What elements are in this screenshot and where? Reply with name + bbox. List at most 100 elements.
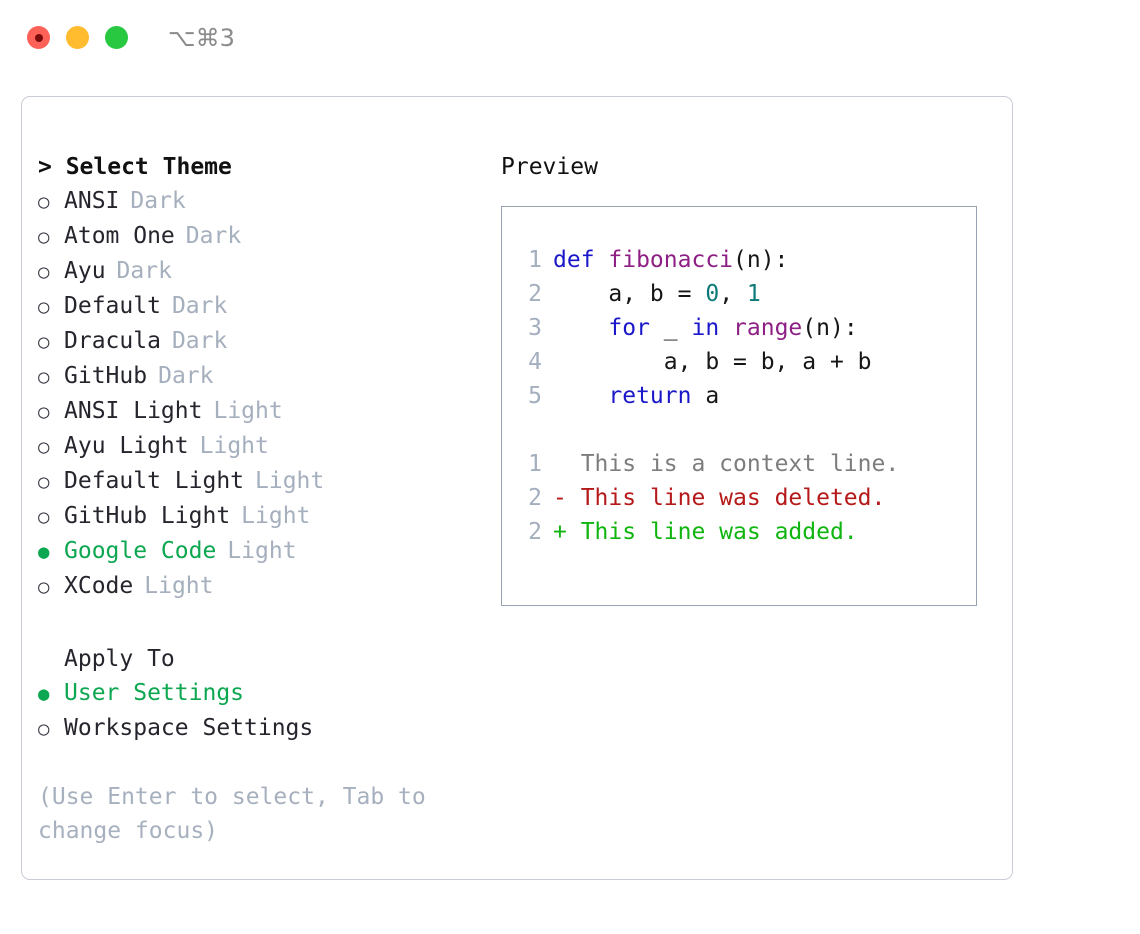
diff-marker: [553, 451, 581, 477]
code-line-number: 5: [528, 383, 542, 409]
code-line: 1 def fibonacci(n):: [516, 243, 976, 277]
code-token-fn: range: [733, 315, 803, 341]
radio-unselected-icon: ○: [38, 436, 50, 458]
theme-option-atom-one[interactable]: ○ Atom One Dark: [38, 219, 468, 254]
apply-to-option-user-settings[interactable]: ● User Settings: [38, 676, 468, 711]
radio-selected-icon: ●: [38, 683, 50, 705]
theme-option-label: Ayu Light: [64, 433, 189, 459]
window-controls: [27, 26, 128, 49]
theme-option-ayu-light[interactable]: ○ Ayu Light Light: [38, 429, 468, 464]
theme-option-kind-badge: Dark: [116, 258, 172, 284]
diff-line-number: 2: [528, 485, 542, 511]
radio-unselected-icon: ○: [38, 471, 50, 493]
diff-marker: +: [553, 519, 581, 545]
apply-to-section: Apply To ● User Settings ○ Workspace Settin…: [38, 642, 468, 746]
code-token-kw: def: [553, 247, 609, 273]
radio-unselected-icon: ○: [38, 576, 50, 598]
code-line: 3 for _ in range(n):: [516, 311, 976, 345]
diff-marker: -: [553, 485, 581, 511]
code-diff-spacer: [516, 413, 976, 447]
theme-option-kind-badge: Light: [241, 503, 311, 529]
code-token-kw: for: [608, 315, 650, 341]
theme-option-xcode[interactable]: ○ XCode Light: [38, 569, 468, 604]
theme-option-dracula[interactable]: ○ Dracula Dark: [38, 324, 468, 359]
diff-line-number: 2: [528, 519, 542, 545]
keyboard-hint-text: (Use Enter to select, Tab to change focu…: [38, 784, 440, 844]
apply-to-option-workspace-settings[interactable]: ○ Workspace Settings: [38, 711, 468, 746]
code-token-plain: [553, 315, 608, 341]
radio-unselected-icon: ○: [38, 261, 50, 283]
theme-option-default[interactable]: ○ Default Dark: [38, 289, 468, 324]
code-token-kw: return: [608, 383, 692, 409]
theme-option-label: GitHub: [64, 363, 148, 389]
maximize-button[interactable]: [105, 26, 128, 49]
theme-picker-heading: > Select Theme: [38, 154, 232, 180]
diff-text: This line was deleted.: [580, 485, 886, 511]
code-token-plain: (n):: [733, 247, 789, 273]
theme-option-label: ANSI Light: [64, 398, 203, 424]
radio-unselected-icon: ○: [38, 401, 50, 423]
code-token-num: 0: [705, 281, 720, 307]
code-token-plain: [553, 383, 608, 409]
code-line-number: 4: [528, 349, 542, 375]
theme-option-label: GitHub Light: [64, 503, 231, 529]
radio-unselected-icon: ○: [38, 226, 50, 248]
theme-option-label: Atom One: [64, 223, 175, 249]
code-token-plain: a, b = b, a + b: [553, 349, 872, 375]
code-line-number: 1: [528, 247, 542, 273]
theme-option-label: Dracula: [64, 328, 161, 354]
diff-line-del: 2- This line was deleted.: [516, 481, 976, 515]
code-token-plain: _: [649, 315, 692, 341]
diff-line-number: 1: [528, 451, 542, 477]
radio-unselected-icon: ○: [38, 331, 50, 353]
code-token-num: 1: [746, 281, 761, 307]
apply-to-option-label: User Settings: [64, 680, 245, 706]
diff-text: This is a context line.: [580, 451, 900, 477]
code-token-fn: fibonacci: [608, 247, 734, 273]
theme-option-kind-badge: Dark: [185, 223, 242, 249]
code-line: 4 a, b = b, a + b: [516, 345, 976, 379]
code-token-plain: a: [691, 383, 720, 409]
diff-text: This line was added.: [580, 519, 858, 545]
code-token-plain: (n):: [802, 315, 858, 341]
theme-option-kind-badge: Dark: [171, 293, 228, 319]
keyboard-shortcut-label: ⌥⌘3: [168, 24, 235, 52]
theme-option-label: Default Light: [64, 468, 245, 494]
code-line: 5 return a: [516, 379, 976, 413]
code-token-kw: in: [691, 315, 720, 341]
recording-dot-icon: [34, 33, 43, 42]
theme-option-label: Default: [64, 293, 161, 319]
code-token-plain: [719, 315, 733, 341]
apply-to-heading: Apply To: [64, 646, 175, 672]
radio-unselected-icon: ○: [38, 366, 50, 388]
theme-option-ayu[interactable]: ○ Ayu Dark: [38, 254, 468, 289]
theme-option-kind-badge: Light: [199, 433, 269, 459]
preview-heading: Preview: [501, 154, 598, 180]
code-line-number: 2: [528, 281, 542, 307]
radio-unselected-icon: ○: [38, 718, 50, 740]
radio-unselected-icon: ○: [38, 296, 50, 318]
theme-option-kind-badge: Dark: [171, 328, 228, 354]
diff-sample: 1 This is a context line. 2- This line wa…: [516, 447, 976, 549]
apply-to-option-label: Workspace Settings: [64, 715, 314, 741]
minimize-button[interactable]: [66, 26, 89, 49]
code-line: 2 a, b = 0, 1: [516, 277, 976, 311]
theme-option-label: XCode: [64, 573, 134, 599]
close-button[interactable]: [27, 26, 50, 49]
theme-option-kind-badge: Light: [144, 573, 214, 599]
code-token-plain: ,: [719, 281, 747, 307]
radio-unselected-icon: ○: [38, 191, 50, 213]
theme-option-label: Ayu: [64, 258, 106, 284]
theme-option-kind-badge: Light: [227, 538, 297, 564]
